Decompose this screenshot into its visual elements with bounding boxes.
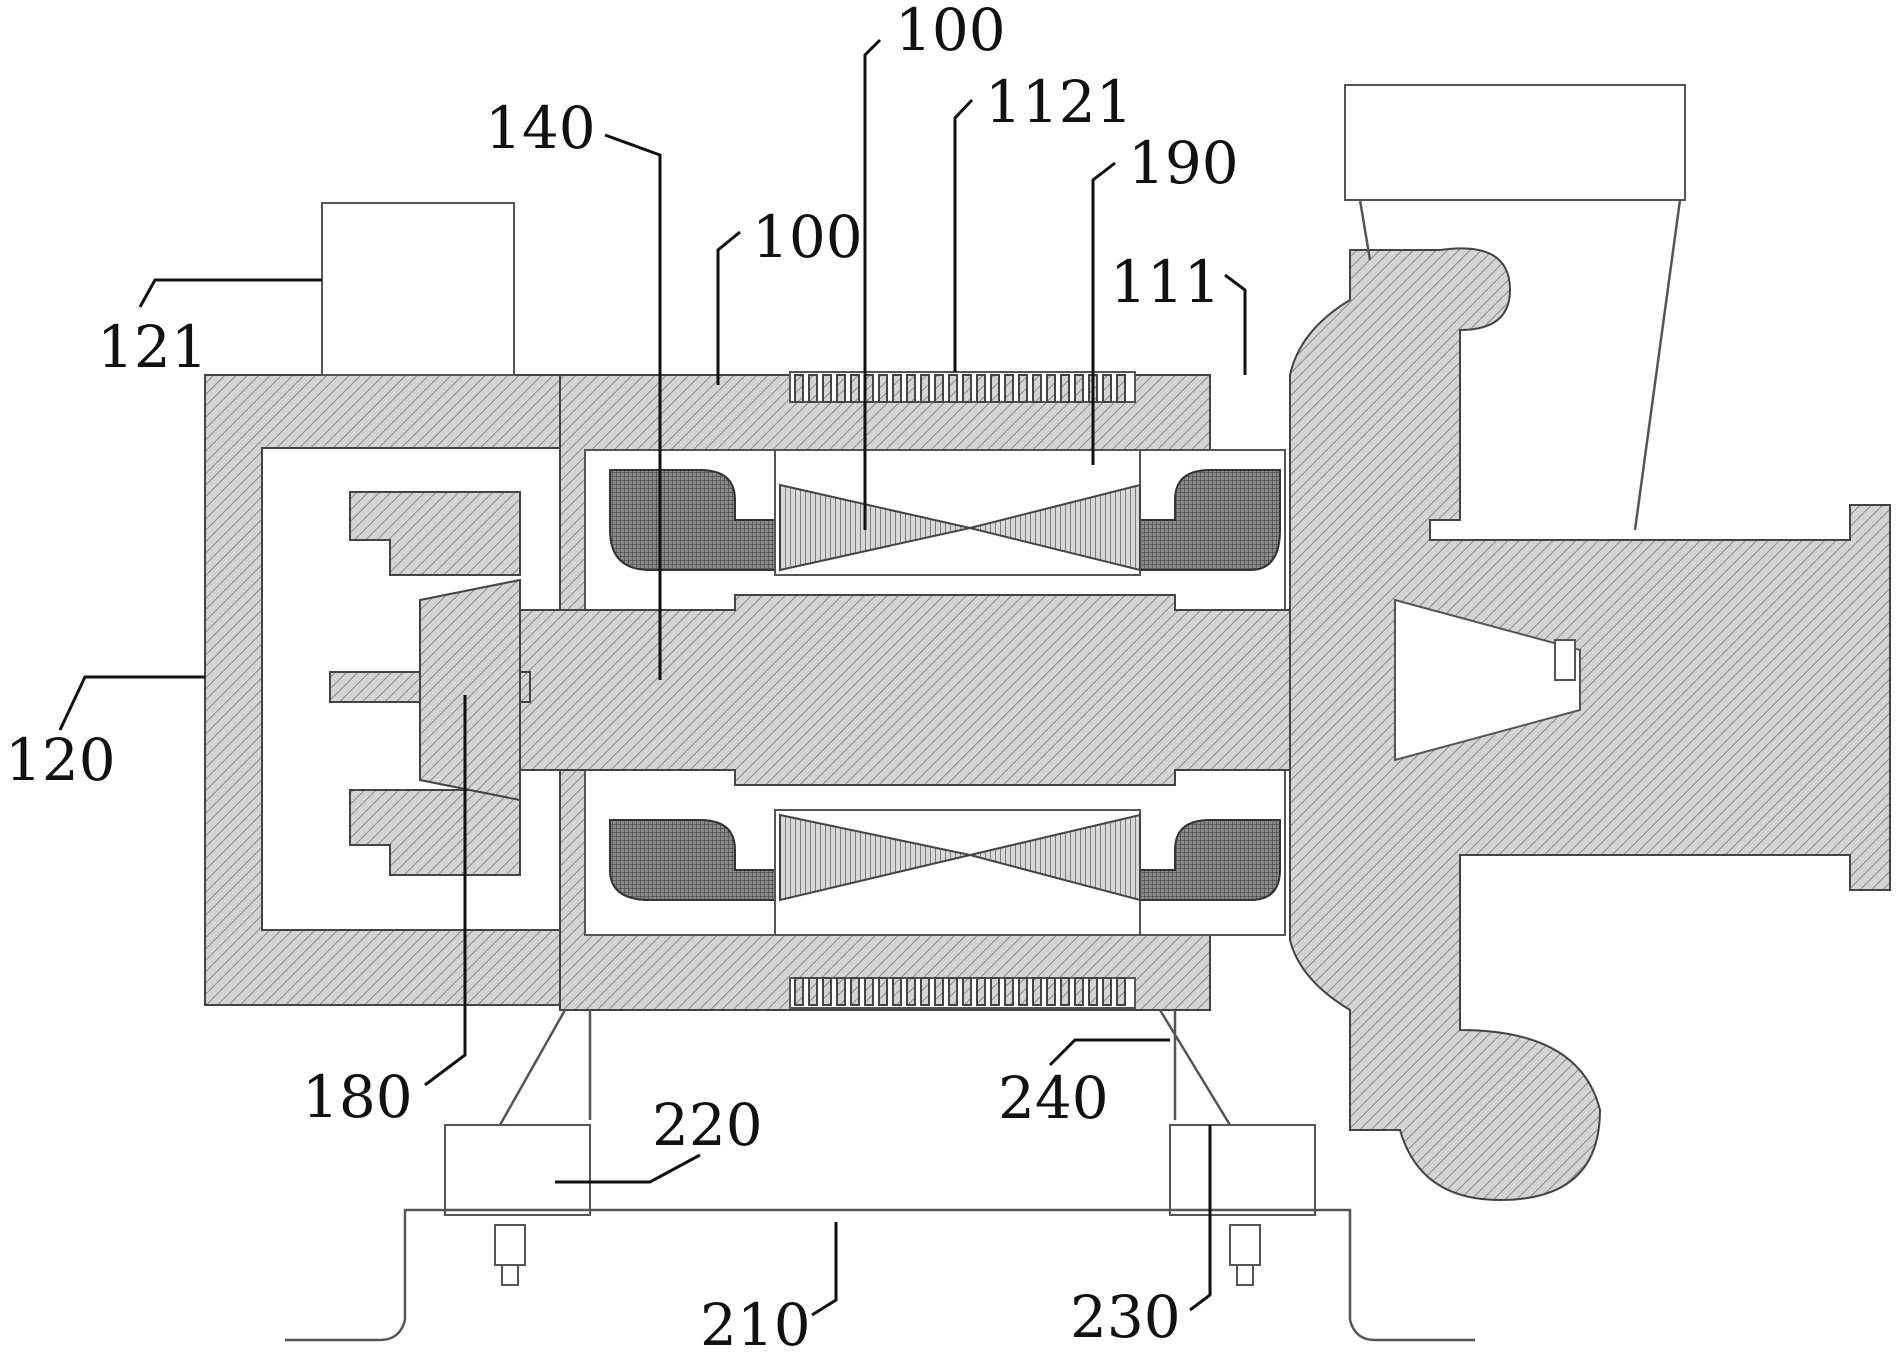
label-1121: 1121 [985,68,1133,136]
cooling-fin [1102,374,1112,403]
label-111: 111 [1110,248,1221,316]
cooling-fin [1004,977,1014,1006]
cooling-fin [822,374,832,403]
cooling-fin [892,374,902,403]
cooling-fin [1116,374,1126,403]
cooling-fin [1046,977,1056,1006]
cooling-fin [906,977,916,1006]
cooling-fin [850,977,860,1006]
cooling-fin [850,374,860,403]
cooling-fin [1074,977,1084,1006]
stator-windings [609,469,1281,901]
label-190: 190 [1128,129,1239,197]
cooling-fin [976,977,986,1006]
cooling-fin [1018,977,1028,1006]
cooling-fin [1046,374,1056,403]
mounting-assembly [285,1009,1475,1342]
cooling-fin [920,977,930,1006]
cooling-fin [864,977,874,1006]
cooling-fin [934,374,944,403]
cooling-fin [836,374,846,403]
cooling-fin [794,977,804,1006]
motor-casing [559,371,1211,1011]
cooling-fin [1116,977,1126,1006]
label-180: 180 [302,1063,413,1131]
cooling-fin [948,374,958,403]
cooling-fin [1018,374,1028,403]
damper-block-left [444,1124,591,1216]
cooling-fin [1004,374,1014,403]
label-100-mid: 100 [752,203,863,271]
cooling-fin [990,977,1000,1006]
leader-lines [58,38,1247,1317]
cooling-fin [920,374,930,403]
label-210: 210 [700,1291,811,1353]
label-220: 220 [652,1091,763,1159]
bottom-cooling-fins [789,977,1136,1009]
damper-block-right [1169,1124,1316,1216]
stator-core [774,449,1141,936]
base-plate [285,1208,1475,1342]
cooling-fin [1060,977,1070,1006]
cooling-fin [1088,977,1098,1006]
cooling-fin [808,977,818,1006]
cooling-fin [990,374,1000,403]
pump-volute [1289,247,1891,1202]
label-100-top: 100 [895,0,1006,64]
bolt-left [494,1224,526,1286]
cooling-fin [976,374,986,403]
cooling-fin [892,977,902,1006]
bearing-assembly [349,491,521,876]
cooling-fin [1032,977,1042,1006]
cooling-fin [1102,977,1112,1006]
bolt-right [1229,1224,1261,1286]
cooling-fin [878,374,888,403]
label-240: 240 [998,1064,1109,1132]
cooling-fin [808,374,818,403]
cooling-fin [962,977,972,1006]
cooling-fin [822,977,832,1006]
cooling-fin [906,374,916,403]
label-120: 120 [5,726,116,794]
cooling-fin [1032,374,1042,403]
cooling-fin [948,977,958,1006]
cooling-fin [836,977,846,1006]
label-140: 140 [485,94,596,162]
cooling-fin [934,977,944,1006]
label-121: 121 [97,313,208,381]
cooling-fin [878,977,888,1006]
inlet-funnel [1344,84,1686,531]
cooling-fin [1074,374,1084,403]
junction-box [321,202,515,376]
reference-numerals: 100 1121 140 190 100 111 121 120 180 220… [5,0,1239,1353]
label-230: 230 [1070,1283,1181,1351]
top-cooling-fins [789,371,1136,403]
cooling-fin [962,374,972,403]
cooling-fin [1060,374,1070,403]
cooling-fin [794,374,804,403]
